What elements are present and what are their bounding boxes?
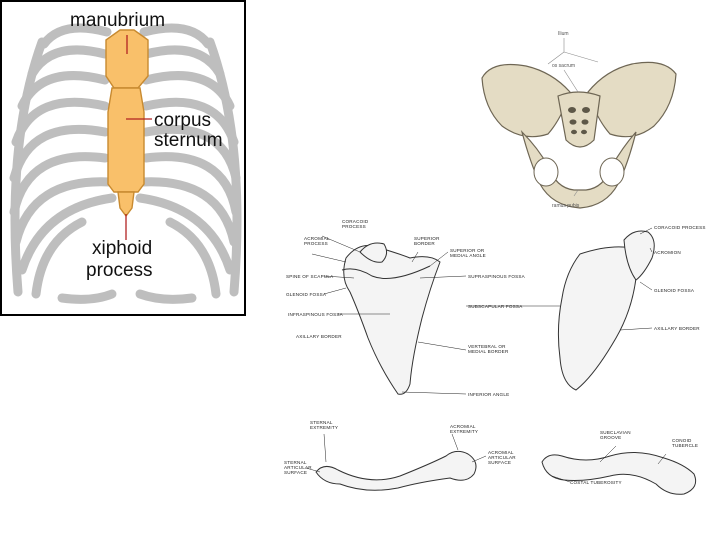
label-acromion: ACROMION bbox=[654, 250, 681, 255]
sternum-bone bbox=[105, 29, 149, 218]
label-acromial-extremity: ACROMIAL EXTREMITY bbox=[450, 424, 479, 434]
label-subscapular-fossa: SUBSCAPULAR FOSSA bbox=[468, 304, 523, 309]
pelvis-bone bbox=[481, 61, 677, 209]
label-acromial-articular-surface: ACROMIAL ARTICULAR SURFACE bbox=[488, 450, 516, 465]
scapula-diagram: CORACOID PROCESS ACROMIAL PROCESS SUPERI… bbox=[280, 218, 720, 408]
label-axillary-border-right: AXILLARY BORDER bbox=[654, 326, 700, 331]
label-ilium: Ilium bbox=[558, 31, 569, 37]
label-xiphoid: xiphoid bbox=[92, 238, 153, 259]
clavicle-illustration bbox=[305, 433, 697, 495]
ribcage-illustration bbox=[9, 23, 242, 304]
pelvis-illustration bbox=[478, 30, 680, 214]
label-subclavian-groove: SUBCLAVIAN GROOVE bbox=[600, 430, 631, 440]
clavicle-superior bbox=[315, 450, 477, 491]
rib-lines bbox=[9, 23, 242, 304]
pelvis-leaders bbox=[547, 38, 599, 197]
label-infraspinous-fossa: INFRASPINOUS FOSSA bbox=[288, 312, 343, 317]
label-sternal-extremity: STERNAL EXTREMITY bbox=[310, 420, 339, 430]
scapula-anterior bbox=[557, 230, 655, 391]
label-coracoid-left: CORACOID PROCESS bbox=[342, 219, 369, 229]
leader-lines bbox=[125, 35, 152, 240]
label-supraspinous-fossa: SUPRASPINOUS FOSSA bbox=[468, 274, 525, 279]
label-costal-tuberosity: COSTAL TUBEROSITY bbox=[570, 480, 622, 485]
clavicle-inferior bbox=[541, 452, 697, 495]
pelvis-diagram: Ilium os sacrum ramus pubis bbox=[478, 30, 680, 214]
label-sternum: sternum bbox=[154, 130, 223, 151]
label-vertebral-border: VERTEBRAL OR MEDIAL BORDER bbox=[468, 344, 509, 354]
label-process: process bbox=[86, 260, 153, 281]
label-glenoid-fossa: GLENOID FOSSA bbox=[286, 292, 327, 297]
label-ramus-pubis: ramus pubis bbox=[552, 203, 580, 209]
label-coracoid-right: CORACOID PROCESS bbox=[654, 225, 706, 230]
label-manubrium: manubrium bbox=[70, 10, 166, 31]
label-conoid-tubercle: CONOID TUBERCLE bbox=[672, 438, 699, 448]
clavicle-diagram: STERNAL EXTREMITY ACROMIAL EXTREMITY STE… bbox=[280, 412, 720, 497]
label-corpus: corpus bbox=[154, 110, 212, 131]
scapula-illustration bbox=[311, 227, 655, 395]
label-superior-medial-angle: SUPERIOR OR MEDIAL ANGLE bbox=[450, 248, 486, 258]
obturator-foramina bbox=[533, 157, 625, 187]
label-spine-of-scapula: SPINE OF SCAPULA bbox=[286, 274, 334, 279]
label-glenoid-fossa-right: GLENOID FOSSA bbox=[654, 288, 695, 293]
label-axillary-border-left: AXILLARY BORDER bbox=[296, 334, 342, 339]
sacral-foramina bbox=[568, 107, 590, 135]
scapula-leaders bbox=[311, 227, 653, 395]
label-os-sacrum: os sacrum bbox=[552, 63, 576, 69]
label-superior-border: SUPERIOR BORDER bbox=[414, 236, 440, 246]
sternum-diagram: manubrium corpus sternum xiphoid process bbox=[0, 0, 246, 316]
label-sternal-articular-surface: STERNAL ARTICULAR SURFACE bbox=[284, 460, 312, 475]
scapula-posterior bbox=[341, 242, 441, 395]
label-acromial-process: ACROMIAL PROCESS bbox=[304, 236, 330, 246]
clavicle-leaders bbox=[305, 433, 667, 483]
label-inferior-angle: INFERIOR ANGLE bbox=[468, 392, 510, 397]
